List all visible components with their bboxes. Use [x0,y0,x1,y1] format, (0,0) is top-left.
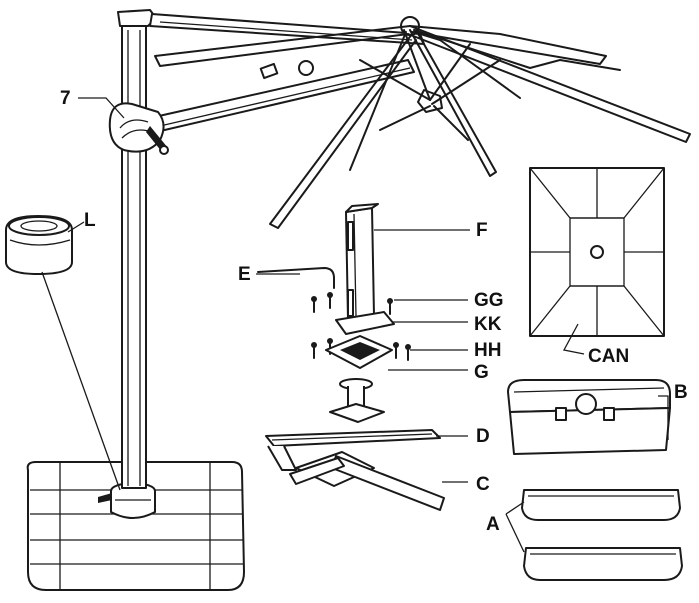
label-HH: HH [474,340,501,361]
label-7: 7 [60,88,71,109]
label-CAN: CAN [588,346,629,367]
label-D: D [476,426,490,447]
label-L: L [84,210,96,231]
part-A-trays [521,489,683,581]
part-CAN-canopy [529,167,665,337]
part-L-cap [5,215,121,491]
canopy-ribs [154,16,691,229]
umbrella-arm [108,13,425,155]
label-F: F [476,220,488,241]
part-B-base-shell [507,379,671,455]
leader-lines [67,97,669,553]
label-B: B [674,382,688,403]
label-G: G [474,362,489,383]
bolts [311,292,411,361]
label-KK: KK [474,314,502,335]
part-D-C-cross-base [265,429,445,511]
umbrella-pole [117,9,157,489]
label-GG: GG [474,290,504,311]
part-labels: 7 L F E GG KK HH G D C B A CAN [60,88,688,535]
weighted-base [26,461,245,591]
part-F-mast [335,203,395,335]
part-G-rotator [325,335,393,423]
part-E-allen-key [257,267,335,289]
label-A: A [486,514,500,535]
label-C: C [476,474,490,495]
label-E: E [238,264,251,285]
